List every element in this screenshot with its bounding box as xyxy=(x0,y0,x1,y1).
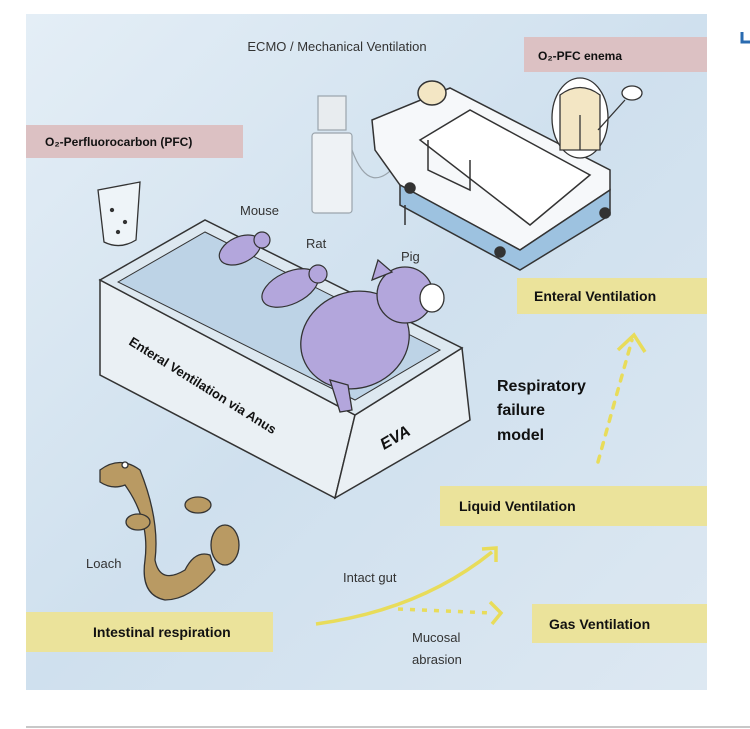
respiratory-failure-line-3: model xyxy=(497,427,544,444)
beaker-illustration xyxy=(97,181,141,247)
respiratory-failure-line-2: failure xyxy=(497,402,545,419)
gas-ventilation-label: Gas Ventilation xyxy=(549,616,650,632)
loach-label: Loach xyxy=(86,556,121,571)
graphical-abstract: ECMO / Mechanical Ventilation O₂-PFC ene… xyxy=(26,14,707,690)
intact-gut-arrow-head xyxy=(481,546,498,562)
mucosal-abrasion-line-1: Mucosal xyxy=(412,630,461,645)
mucosal-abrasion-arrow-head xyxy=(488,600,504,626)
mouse-label: Mouse xyxy=(240,203,279,218)
divider xyxy=(26,726,750,728)
o2-pfc-label: O₂-Perfluorocarbon (PFC) xyxy=(45,135,192,149)
gas-ventilation-box xyxy=(532,604,707,643)
enteral-ventilation-label: Enteral Ventilation xyxy=(534,288,656,304)
liquid-ventilation-box xyxy=(440,486,707,526)
intact-gut-label: Intact gut xyxy=(343,570,397,585)
liquid-ventilation-label: Liquid Ventilation xyxy=(459,498,576,514)
enema-inset-illustration xyxy=(551,77,643,159)
hospital-bed-illustration xyxy=(371,80,611,271)
pig-label: Pig xyxy=(401,249,420,264)
o2-pfc-enema-box xyxy=(524,37,707,72)
intact-gut-arrow xyxy=(315,550,494,626)
dotted-arrow-up xyxy=(596,338,634,464)
o2-pfc-enema-label: O₂-PFC enema xyxy=(538,49,622,63)
rat-illustration xyxy=(261,264,328,308)
intestinal-respiration-box xyxy=(26,612,273,652)
intestinal-respiration-label: Intestinal respiration xyxy=(93,624,231,640)
mucosal-abrasion-line-2: abrasion xyxy=(412,652,462,667)
o2-pfc-box xyxy=(26,125,243,158)
mucosal-abrasion-arrow xyxy=(397,607,493,615)
ecmo-label: ECMO / Mechanical Ventilation xyxy=(247,39,426,54)
mouse-illustration xyxy=(218,231,271,266)
respiratory-failure-line-1: Respiratory xyxy=(497,378,586,395)
pig-illustration xyxy=(300,258,445,413)
enteral-ventilation-box xyxy=(517,278,707,314)
loach-illustration xyxy=(99,461,240,601)
arrow-head-up xyxy=(616,332,647,353)
arrow-down-left-icon[interactable] xyxy=(740,30,750,44)
rat-label: Rat xyxy=(306,236,327,251)
